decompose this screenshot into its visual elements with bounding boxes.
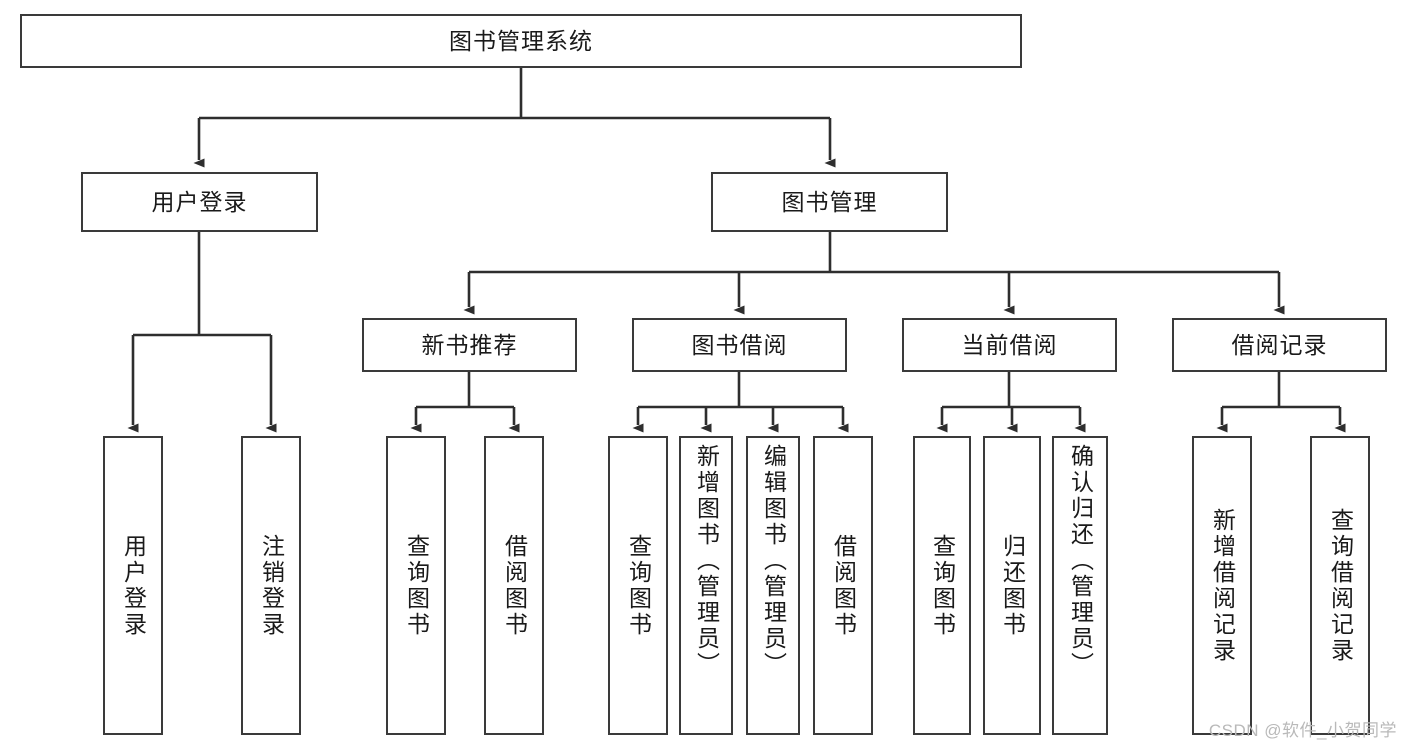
leaf-borrow-book[interactable]: 借阅图书 xyxy=(813,436,873,735)
node-borrow-record[interactable]: 借阅记录 xyxy=(1172,318,1387,372)
leaf-confirm-return-admin[interactable]: 确认归还（管理员） xyxy=(1052,436,1108,735)
leaf-user-login[interactable]: 用户登录 xyxy=(103,436,163,735)
leaf-query-book-recommend[interactable]: 查询图书 xyxy=(386,436,446,735)
leaf-edit-book-admin-label: 编辑图书（管理员） xyxy=(760,444,787,678)
node-book-borrow-label: 图书借阅 xyxy=(691,331,788,358)
leaf-query-book-current-label: 查询图书 xyxy=(929,533,956,638)
leaf-query-book-borrow[interactable]: 查询图书 xyxy=(608,436,668,735)
node-user-login-label: 用户登录 xyxy=(151,188,248,215)
leaf-borrow-book-recommend[interactable]: 借阅图书 xyxy=(484,436,544,735)
node-book-management[interactable]: 图书管理 xyxy=(711,172,948,232)
node-book-borrow[interactable]: 图书借阅 xyxy=(632,318,847,372)
leaf-add-borrow-record-label: 新增借阅记录 xyxy=(1209,507,1236,664)
leaf-borrow-book-recommend-label: 借阅图书 xyxy=(501,533,528,638)
leaf-confirm-return-admin-label: 确认归还（管理员） xyxy=(1067,444,1094,678)
node-new-book-recommend[interactable]: 新书推荐 xyxy=(362,318,577,372)
leaf-edit-book-admin[interactable]: 编辑图书（管理员） xyxy=(746,436,800,735)
leaf-query-book-borrow-label: 查询图书 xyxy=(625,533,652,638)
node-user-login[interactable]: 用户登录 xyxy=(81,172,318,232)
node-current-borrow-label: 当前借阅 xyxy=(961,331,1058,358)
leaf-add-book-admin[interactable]: 新增图书（管理员） xyxy=(679,436,733,735)
node-root[interactable]: 图书管理系统 xyxy=(20,14,1022,68)
leaf-return-book-label: 归还图书 xyxy=(999,533,1026,638)
leaf-user-logout[interactable]: 注销登录 xyxy=(241,436,301,735)
leaf-add-book-admin-label: 新增图书（管理员） xyxy=(693,444,720,678)
node-root-label: 图书管理系统 xyxy=(449,27,593,54)
node-current-borrow[interactable]: 当前借阅 xyxy=(902,318,1117,372)
leaf-query-book-recommend-label: 查询图书 xyxy=(403,533,430,638)
leaf-query-borrow-record[interactable]: 查询借阅记录 xyxy=(1310,436,1370,735)
node-new-book-recommend-label: 新书推荐 xyxy=(421,331,518,358)
leaf-add-borrow-record[interactable]: 新增借阅记录 xyxy=(1192,436,1252,735)
leaf-return-book[interactable]: 归还图书 xyxy=(983,436,1041,735)
leaf-user-logout-label: 注销登录 xyxy=(258,533,285,638)
leaf-user-login-label: 用户登录 xyxy=(120,533,147,638)
node-borrow-record-label: 借阅记录 xyxy=(1231,331,1328,358)
leaf-query-borrow-record-label: 查询借阅记录 xyxy=(1327,507,1354,664)
node-book-management-label: 图书管理 xyxy=(781,188,878,215)
csdn-watermark: CSDN @软件_小贺同学 xyxy=(1208,721,1397,740)
leaf-query-book-current[interactable]: 查询图书 xyxy=(913,436,971,735)
leaf-borrow-book-label: 借阅图书 xyxy=(830,533,857,638)
